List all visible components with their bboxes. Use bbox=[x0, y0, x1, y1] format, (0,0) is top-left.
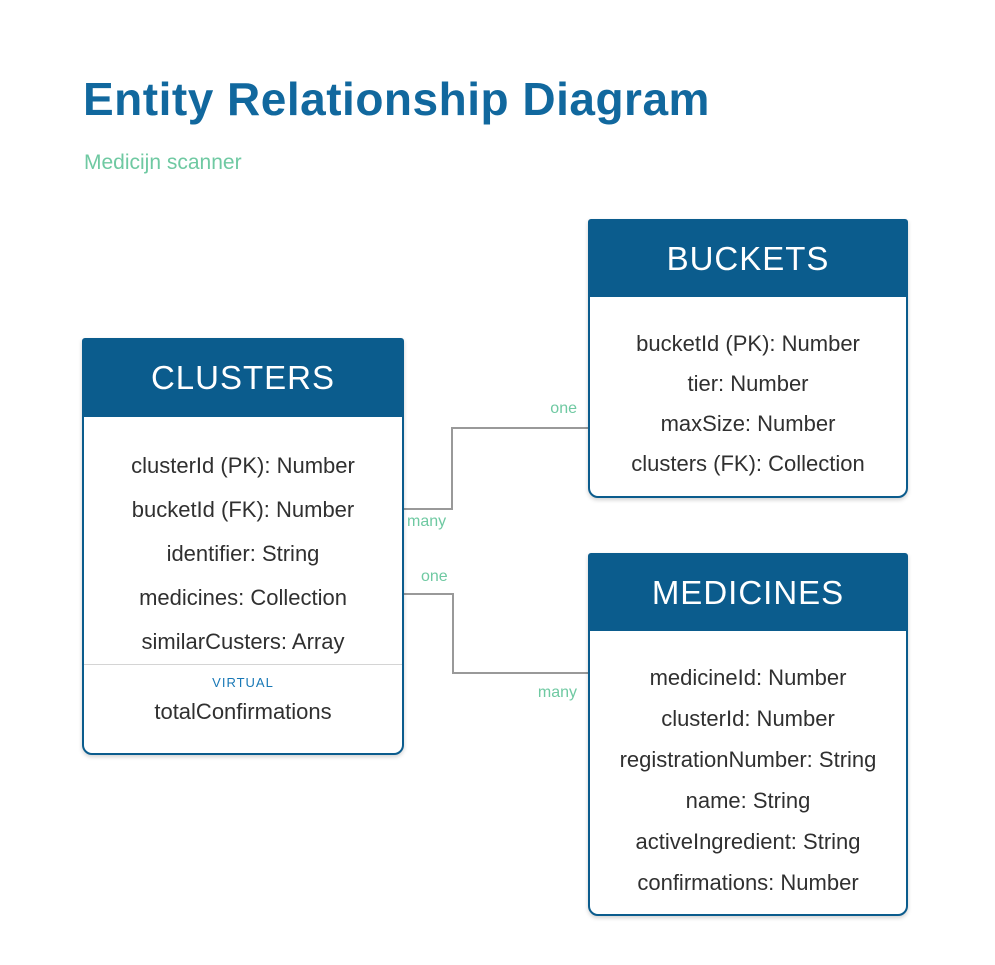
entity-field: maxSize: Number bbox=[660, 411, 836, 436]
cardinality-label: many bbox=[407, 513, 447, 530]
entity-field: clusterId: Number bbox=[661, 706, 835, 731]
entity-field: activeIngredient: String bbox=[635, 829, 861, 854]
cardinality-label: one bbox=[550, 400, 577, 417]
cardinality-label: many bbox=[537, 684, 577, 701]
entity-field: similarCusters: Array bbox=[141, 629, 345, 654]
entity-virtual-field: totalConfirmations bbox=[154, 699, 332, 724]
entity-medicines-title: MEDICINES bbox=[589, 554, 907, 631]
entity-clusters-title: CLUSTERS bbox=[83, 339, 403, 417]
entity-field: bucketId (FK): Number bbox=[131, 497, 355, 522]
virtual-section-label: VIRTUAL bbox=[212, 675, 274, 690]
entity-clusters: CLUSTERS clusterId (PK): Number bucketId… bbox=[82, 338, 404, 755]
entity-field: medicines: Collection bbox=[139, 585, 347, 610]
entity-buckets: BUCKETS bucketId (PK): Number tier: Numb… bbox=[588, 219, 908, 498]
entity-field: clusters (FK): Collection bbox=[631, 451, 865, 476]
entity-field: name: String bbox=[685, 788, 811, 813]
relationship-line-segment bbox=[451, 427, 453, 510]
entity-field: confirmations: Number bbox=[637, 870, 859, 895]
entity-medicines-fields: medicineId: Number clusterId: Number reg… bbox=[590, 631, 906, 903]
relationship-line-segment bbox=[452, 672, 588, 674]
page-subtitle: Medicijn scanner bbox=[84, 151, 242, 174]
page-title: Entity Relationship Diagram bbox=[83, 73, 710, 125]
virtual-section-divider bbox=[84, 664, 402, 665]
relationship-line-segment bbox=[452, 593, 454, 674]
entity-field: tier: Number bbox=[687, 371, 809, 396]
cardinality-label: one bbox=[421, 568, 448, 585]
entity-buckets-title: BUCKETS bbox=[589, 220, 907, 297]
relationship-line-segment bbox=[404, 508, 451, 510]
entity-field: registrationNumber: String bbox=[619, 747, 877, 772]
entity-clusters-fields: clusterId (PK): Number bucketId (FK): Nu… bbox=[84, 417, 402, 664]
relationship-line-segment bbox=[404, 593, 452, 595]
entity-field: medicineId: Number bbox=[649, 665, 847, 690]
entity-field: clusterId (PK): Number bbox=[131, 453, 355, 478]
entity-medicines: MEDICINES medicineId: Number clusterId: … bbox=[588, 553, 908, 916]
entity-field: identifier: String bbox=[166, 541, 320, 566]
entity-buckets-fields: bucketId (PK): Number tier: Number maxSi… bbox=[590, 297, 906, 484]
entity-field: bucketId (PK): Number bbox=[636, 331, 860, 356]
relationship-line-segment bbox=[451, 427, 588, 429]
